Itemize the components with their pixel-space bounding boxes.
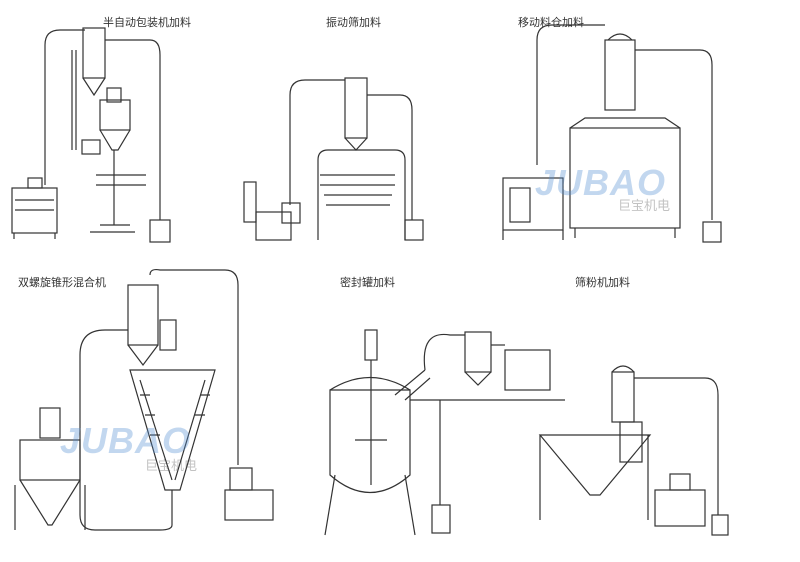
panel-title-double-screw-mixer: 双螺旋锥形混合机 [18, 276, 106, 289]
semi-auto-packing-drawing [11, 27, 171, 243]
mobile-bin-drawing [502, 24, 722, 243]
panel-title-sealed-tank: 密封罐加料 [340, 276, 395, 289]
watermark-brand-top: JUBAO [535, 162, 667, 203]
watermark-company-top: 巨宝机电 [618, 199, 671, 214]
sealed-tank-drawing [324, 329, 565, 536]
powder-sifter-drawing [538, 365, 729, 536]
panel-title-mobile-bin: 移动料仓加料 [518, 16, 584, 29]
vibrating-screen-drawing [243, 77, 424, 241]
watermark-brand-bottom: JUBAO [60, 420, 192, 461]
double-screw-mixer-drawing [14, 268, 274, 531]
panel-title-semi-auto-packing: 半自动包装机加料 [103, 16, 191, 29]
panel-title-vibrating-screen: 振动筛加料 [326, 16, 381, 29]
watermark-company-bottom: 巨宝机电 [145, 459, 198, 474]
panel-title-powder-sifter: 筛粉机加料 [575, 276, 630, 289]
